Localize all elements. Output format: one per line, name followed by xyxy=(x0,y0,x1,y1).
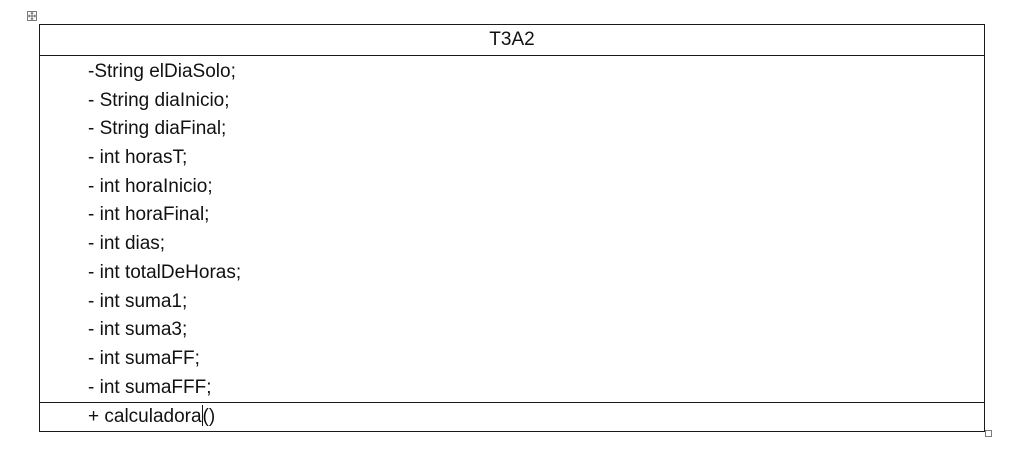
attribute-line: -String elDiaSolo; xyxy=(88,61,236,82)
class-name-cell[interactable]: T3A2 xyxy=(40,25,984,56)
attribute-line: - int suma3; xyxy=(88,319,188,341)
attribute-line: - int sumaFFF; xyxy=(88,376,212,398)
attribute-line: - String diaInicio; xyxy=(88,89,230,111)
methods-cell[interactable]: + calculadora() xyxy=(40,403,984,431)
attributes-cell[interactable]: -String elDiaSolo; - String diaInicio; -… xyxy=(40,56,984,404)
move-arrows-icon xyxy=(28,12,36,20)
method-name: + calculadora xyxy=(88,406,202,428)
method-line: + calculadora() xyxy=(88,403,984,431)
method-parens: () xyxy=(202,406,216,428)
text-cursor xyxy=(201,405,203,427)
attribute-line: - int horaInicio; xyxy=(88,175,213,197)
attribute-line: - String diaFinal; xyxy=(88,118,227,140)
uml-class-table[interactable]: T3A2 -String elDiaSolo; - String diaInic… xyxy=(39,24,985,433)
attribute-line: - int totalDeHoras; xyxy=(88,261,242,283)
attribute-line: - int suma1; xyxy=(88,290,188,312)
attribute-line: - int dias; xyxy=(88,233,166,255)
table-move-handle-icon[interactable] xyxy=(27,11,37,21)
attribute-line: - int sumaFF; xyxy=(88,347,200,369)
attribute-line: - int horasT; xyxy=(88,147,188,169)
attribute-line: - int horaFinal; xyxy=(88,204,210,226)
resize-square-icon[interactable] xyxy=(985,430,992,437)
